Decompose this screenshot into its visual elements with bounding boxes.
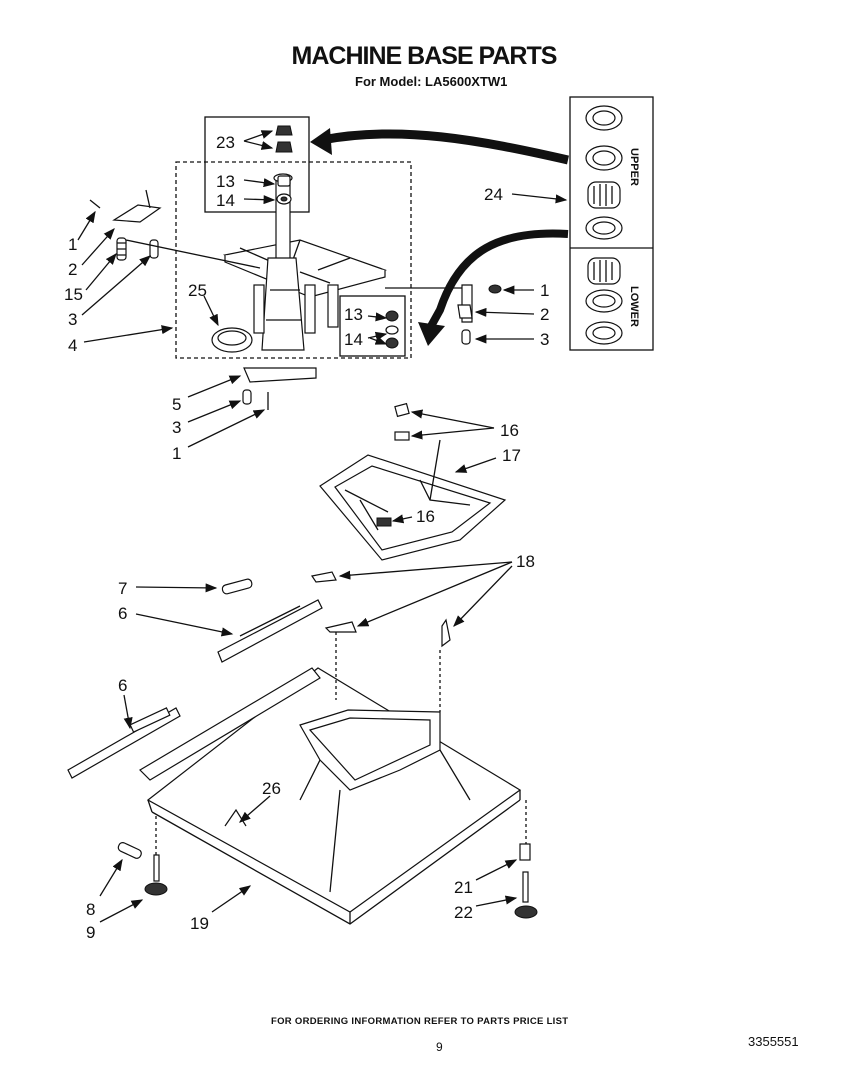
callout-2b: 2 — [540, 305, 549, 324]
ordering-note: FOR ORDERING INFORMATION REFER TO PARTS … — [271, 1016, 569, 1027]
bearing-kit-upper-parts — [585, 105, 623, 240]
callout-22: 22 — [454, 903, 473, 922]
callout-8: 8 — [86, 900, 95, 919]
callout-19: 19 — [190, 914, 209, 933]
bearing-kit-lower-parts — [585, 257, 623, 345]
bearing-detail-box — [204, 116, 310, 213]
leveling-foot-left — [117, 842, 168, 896]
upper-assembly — [89, 116, 502, 410]
bearing-stack-upper — [275, 125, 293, 205]
callout-25: 25 — [188, 281, 207, 300]
callout-1b: 1 — [540, 281, 549, 300]
callout-labels: 23 13 14 1 2 15 3 4 25 13 14 24 1 2 3 5 … — [64, 133, 549, 942]
callout-21: 21 — [454, 878, 473, 897]
callout-1c: 1 — [172, 444, 181, 463]
bearing-stack-lower — [385, 310, 399, 349]
callout-7: 7 — [118, 579, 127, 598]
lower-clip-parts — [242, 367, 317, 410]
page-number: 9 — [436, 1040, 443, 1054]
drive-hub-assembly — [222, 173, 388, 351]
leader-lines — [77, 130, 568, 923]
bearing-kit: UPPER LOWER — [310, 96, 654, 351]
rail-assembly — [319, 402, 507, 561]
callout-4: 4 — [68, 336, 77, 355]
callout-3c: 3 — [172, 418, 181, 437]
callout-16: 16 — [500, 421, 519, 440]
callout-6b: 6 — [118, 676, 127, 695]
callout-23: 23 — [216, 133, 235, 152]
support-bars — [67, 571, 451, 779]
document-number: 3355551 — [748, 1034, 799, 1049]
callout-14b: 14 — [344, 330, 363, 349]
lower-detail-box — [339, 295, 406, 357]
callout-16b: 16 — [416, 507, 435, 526]
callout-9: 9 — [86, 923, 95, 942]
seal-ring — [211, 327, 253, 353]
machine-base-frame — [117, 632, 538, 925]
callout-1: 1 — [68, 235, 77, 254]
lower-kit-label: LOWER — [628, 286, 640, 327]
upper-kit-label: UPPER — [628, 148, 640, 186]
callout-13b: 13 — [344, 305, 363, 324]
callout-3: 3 — [68, 310, 77, 329]
callout-26: 26 — [262, 779, 281, 798]
callout-15: 15 — [64, 285, 83, 304]
right-bracket-parts — [385, 284, 502, 345]
model-subtitle: For Model: LA5600XTW1 — [355, 74, 508, 89]
page-title: MACHINE BASE PARTS — [291, 42, 558, 70]
callout-18: 18 — [516, 552, 535, 571]
callout-6: 6 — [118, 604, 127, 623]
callout-13: 13 — [216, 172, 235, 191]
callout-2: 2 — [68, 260, 77, 279]
callout-17: 17 — [502, 446, 521, 465]
callout-14: 14 — [216, 191, 235, 210]
callout-5: 5 — [172, 395, 181, 414]
bearing-kit-box — [569, 96, 654, 351]
leveling-foot-right — [514, 843, 538, 919]
callout-24: 24 — [484, 185, 503, 204]
left-bracket-parts — [89, 189, 261, 269]
callout-3b: 3 — [540, 330, 549, 349]
assembly-box-dashed — [175, 161, 412, 359]
